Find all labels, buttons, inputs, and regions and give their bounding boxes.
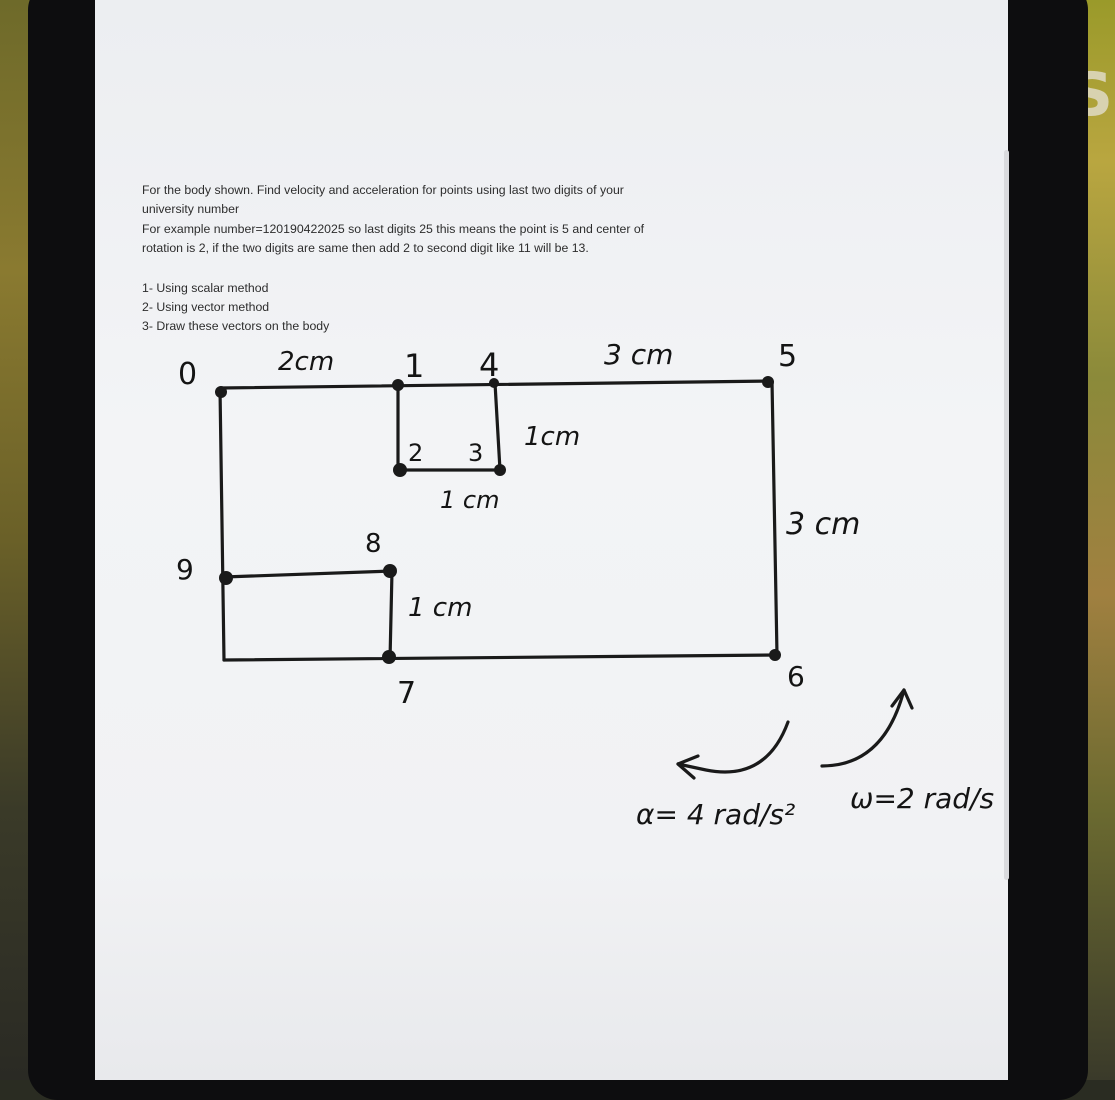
point-dot — [215, 386, 227, 398]
dimension-label: 3 cm — [604, 338, 673, 371]
alpha-arrow — [676, 720, 790, 774]
instruction-line-4: rotation is 2, if the two digits are sam… — [142, 241, 589, 256]
point-dot — [489, 378, 499, 388]
alpha-arrowhead-icon — [676, 754, 700, 780]
inner-square — [396, 381, 502, 472]
angular-velocity-label: ω=2 rad/s — [850, 782, 994, 815]
point-label-2: 2 — [408, 439, 423, 467]
point-label-9: 9 — [176, 553, 194, 586]
point-label-3: 3 — [468, 439, 483, 467]
step-item: 1- Using scalar method — [142, 280, 269, 295]
point-label-6: 6 — [787, 660, 805, 693]
right-edge — [770, 379, 779, 657]
dimension-label: 2cm — [278, 347, 334, 377]
tablet-screen — [95, 0, 1008, 1080]
step-item: 2- Using vector method — [142, 300, 270, 315]
dimension-label: 1cm — [524, 422, 580, 452]
point-dot — [383, 564, 397, 578]
point-dot — [494, 464, 506, 476]
dimension-label: 1 cm — [408, 593, 472, 623]
scrollbar[interactable] — [1004, 150, 1009, 880]
point-dot — [393, 463, 407, 477]
point-dot — [392, 379, 404, 391]
problem-text: For the body shown. Find velocity and ac… — [142, 181, 782, 337]
point-dot — [382, 650, 396, 664]
omega-arrowhead-icon — [890, 688, 914, 710]
point-label-4: 4 — [479, 346, 499, 384]
point-dot — [769, 649, 781, 661]
point-label-1: 1 — [404, 347, 424, 385]
point-label-0: 0 — [178, 357, 197, 392]
step-item: 3- Draw these vectors on the body — [142, 319, 330, 334]
angular-acceleration-label: α= 4 rad/s² — [636, 798, 795, 831]
left-edge — [218, 386, 226, 662]
point-dot — [762, 376, 774, 388]
point-label-5: 5 — [778, 339, 797, 374]
dimension-label: 3 cm — [786, 507, 860, 542]
instruction-line-1: For the body shown. Find velocity and ac… — [142, 183, 624, 197]
instruction-line-3: For example number=120190422025 so last … — [142, 221, 645, 236]
point-dot — [219, 571, 233, 585]
dimension-label: 1 cm — [440, 486, 499, 514]
instruction-line-2: university number — [142, 202, 240, 217]
bottom-edge — [222, 653, 779, 662]
steps-list: 1- Using scalar method 2- Using vector m… — [142, 279, 782, 337]
lower-left-rectangle — [222, 569, 394, 662]
omega-arrow — [820, 688, 906, 768]
point-label-7: 7 — [397, 676, 416, 711]
point-label-8: 8 — [365, 529, 382, 559]
